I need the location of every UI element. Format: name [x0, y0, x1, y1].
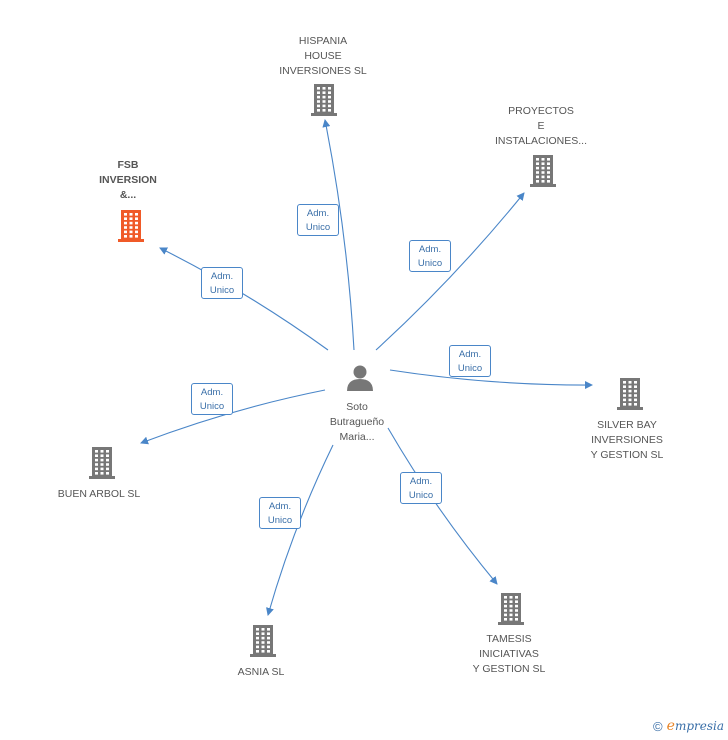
- edge-label-proyectos[interactable]: Adm. Unico: [409, 240, 451, 272]
- node-label-silverbay[interactable]: SILVER BAY INVERSIONES Y GESTION SL: [557, 418, 697, 463]
- node-label-line: INVERSION: [99, 174, 157, 186]
- building-icon[interactable]: [118, 210, 144, 242]
- edge-proyectos: [375, 192, 525, 351]
- node-label-line: INVERSIONES SL: [279, 65, 367, 77]
- edge-hispania: [322, 119, 355, 351]
- building-icon[interactable]: [89, 447, 115, 479]
- node-label-line: INVERSIONES: [591, 434, 663, 446]
- node-label-line: ASNIA SL: [237, 666, 285, 678]
- node-label-line: Y GESTION SL: [472, 663, 546, 675]
- node-label-fsb[interactable]: FSB INVERSION &...: [58, 158, 198, 203]
- edge-label-line: Adm.: [458, 349, 482, 360]
- node-label-line: Butragueño: [329, 416, 385, 428]
- node-label-line: Y GESTION SL: [590, 449, 664, 461]
- edge-label-line: Unico: [209, 285, 235, 296]
- edge-label-line: Unico: [199, 401, 225, 412]
- node-label-line: TAMESIS: [486, 633, 532, 645]
- footer-brand: © empresia: [653, 718, 724, 734]
- building-icon[interactable]: [617, 378, 643, 410]
- building-icon[interactable]: [250, 625, 276, 657]
- edge-label-fsb[interactable]: Adm. Unico: [201, 267, 243, 299]
- node-label-line: INICIATIVAS: [479, 648, 539, 660]
- edge-label-line: Unico: [457, 363, 483, 374]
- node-label-line: BUEN ARBOL SL: [57, 488, 141, 500]
- edge-label-line: Adm.: [210, 271, 234, 282]
- edge-label-line: Adm.: [268, 501, 292, 512]
- node-label-line: INSTALACIONES...: [495, 135, 587, 147]
- node-label-buenarbol[interactable]: BUEN ARBOL SL: [29, 487, 169, 502]
- edge-label-line: Unico: [408, 490, 434, 501]
- edge-label-tamesis[interactable]: Adm. Unico: [400, 472, 442, 504]
- edge-silverbay: [389, 369, 593, 390]
- building-icon[interactable]: [311, 84, 337, 116]
- edge-label-line: Unico: [305, 222, 331, 233]
- node-label-line: PROYECTOS: [508, 105, 574, 117]
- edge-fsb: [159, 247, 329, 351]
- node-label-hispania[interactable]: HISPANIA HOUSE INVERSIONES SL: [253, 34, 393, 79]
- edge-label-line: Adm.: [418, 244, 442, 255]
- node-label-line: HISPANIA: [298, 35, 348, 47]
- edge-label-line: Unico: [267, 515, 293, 526]
- building-icon[interactable]: [498, 593, 524, 625]
- person-icon[interactable]: [347, 365, 373, 392]
- edge-label-line: Adm.: [409, 476, 433, 487]
- edge-asnia: [266, 444, 334, 616]
- node-label-line: Maria...: [339, 431, 375, 443]
- edge-label-buenarbol[interactable]: Adm. Unico: [191, 383, 233, 415]
- edge-label-silverbay[interactable]: Adm. Unico: [449, 345, 491, 377]
- edge-label-line: Unico: [417, 258, 443, 269]
- brand-logo: empresia: [666, 718, 724, 734]
- copyright-symbol: ©: [653, 718, 663, 734]
- edge-label-line: Adm.: [200, 387, 224, 398]
- node-label-proyectos[interactable]: PROYECTOS E INSTALACIONES...: [471, 104, 611, 149]
- node-label-line: &...: [119, 189, 137, 201]
- node-label-line: HOUSE: [304, 50, 342, 62]
- edge-label-line: Adm.: [306, 208, 330, 219]
- node-label-tamesis[interactable]: TAMESIS INICIATIVAS Y GESTION SL: [439, 632, 579, 677]
- edge-tamesis: [387, 427, 498, 585]
- node-label-line: SILVER BAY: [597, 419, 657, 431]
- node-label-asnia[interactable]: ASNIA SL: [191, 665, 331, 680]
- building-icon[interactable]: [530, 155, 556, 187]
- edge-label-asnia[interactable]: Adm. Unico: [259, 497, 301, 529]
- edge-label-hispania[interactable]: Adm. Unico: [297, 204, 339, 236]
- node-label-line: Soto: [346, 401, 368, 413]
- node-label-line: FSB: [117, 159, 139, 171]
- node-label-line: E: [537, 120, 545, 132]
